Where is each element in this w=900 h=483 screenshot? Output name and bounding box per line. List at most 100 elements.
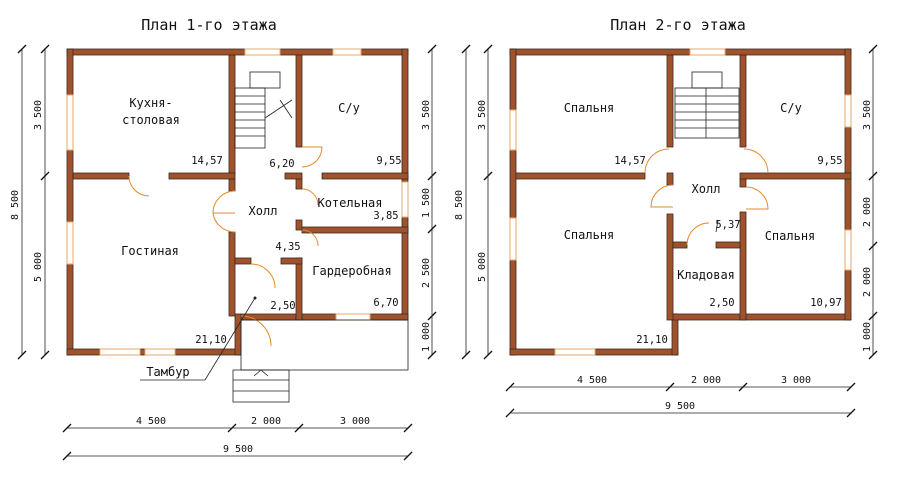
floor2-wall-bottom-right bbox=[671, 313, 852, 321]
floor1-boiler-label: Котельная bbox=[317, 196, 382, 210]
floor2-bedroom3-area: 10,97 bbox=[810, 297, 842, 309]
floor2-door-swings bbox=[644, 148, 769, 246]
floor2-dim-v-right-2: 2 000 bbox=[862, 197, 873, 227]
floor1-wall-boiler-west-bottom bbox=[295, 219, 303, 231]
floor2-wall-bath-south bbox=[739, 172, 852, 180]
floor1-dim-v-right-4: 1 000 bbox=[421, 322, 432, 352]
floor2-window-bath bbox=[844, 94, 852, 128]
floor2-wall-bed1-south bbox=[515, 172, 646, 180]
floor1-dims-horizontal: 4 500 2 000 3 000 9 500 bbox=[62, 416, 413, 461]
floor1-vestibule-label: Тамбур bbox=[146, 365, 189, 379]
floor1-wall-vestibule-left bbox=[234, 313, 242, 356]
floor2-wall-storage-north-b bbox=[715, 241, 741, 249]
floor1-dim-h-total: 9 500 bbox=[223, 444, 253, 455]
floor1-dim-v-right-1: 3 500 bbox=[421, 100, 432, 130]
floor1-dims-vertical-right: 3 500 1 500 2 500 1 000 bbox=[421, 44, 437, 360]
floor1-dim-v-right-3: 2 500 bbox=[421, 258, 432, 288]
floor2-dim-h-3: 3 000 bbox=[781, 375, 811, 386]
floor1-wall-wardrobe-west bbox=[295, 257, 303, 321]
floor2-dim-v-total: 8 500 bbox=[454, 190, 465, 220]
floor2-wall-right bbox=[844, 48, 852, 321]
floor1-boiler-area: 3,85 bbox=[373, 210, 398, 222]
floor1-wall-bath-west bbox=[295, 54, 303, 148]
floor2-plan: План 2-го этажа bbox=[454, 16, 878, 418]
floor2-dims-vertical-right: 3 500 2 000 2 000 1 000 bbox=[862, 44, 878, 360]
floor1-kitchen-label-1: Кухня- bbox=[129, 96, 172, 110]
floor1-kitchen-label-2: столовая bbox=[122, 113, 180, 127]
floor2-dim-v-left-2: 5 000 bbox=[477, 252, 488, 282]
floor2-title: План 2-го этажа bbox=[610, 16, 745, 34]
floor2-storage-label: Кладовая bbox=[677, 268, 735, 282]
floor1-wall-boiler-west-top bbox=[295, 178, 303, 190]
floor1-dims-vertical-left: 3 500 5 000 8 500 bbox=[10, 44, 50, 360]
floor1-window-living-south-b bbox=[144, 348, 176, 356]
floor2-bath-area: 9,55 bbox=[817, 155, 842, 167]
floor1-living-label: Гостиная bbox=[121, 244, 179, 258]
floor1-window-living-south-a bbox=[99, 348, 141, 356]
floor2-bedroom3-label: Спальня bbox=[765, 229, 816, 243]
floor1-window-boiler bbox=[401, 181, 409, 218]
floor1-wall-hall-west-top bbox=[228, 178, 236, 192]
floor2-dim-h-2: 2 000 bbox=[691, 375, 721, 386]
floor1-dim-v-right-2: 1 500 bbox=[421, 188, 432, 218]
floor1-wall-hall-south-b bbox=[280, 257, 303, 265]
floor1-living-area: 21,10 bbox=[195, 334, 227, 346]
floor1-window-kitchen bbox=[66, 94, 74, 151]
floor1-wall-kitchen-east bbox=[228, 54, 236, 176]
floor1-wall-stair-south bbox=[284, 172, 303, 180]
floor2-wall-storage-north-a bbox=[672, 241, 688, 249]
floor2-bedroom2-label: Спальня bbox=[564, 228, 615, 242]
floor1-dim-v-left-1: 3 500 bbox=[33, 100, 44, 130]
floor1-wall-kitchen-south-b bbox=[168, 172, 236, 180]
floor1-wall-bottom-right bbox=[240, 313, 409, 321]
floor1-window-wardrobe bbox=[335, 313, 371, 321]
floor2-window-bed2-south bbox=[554, 348, 596, 356]
floor2-dims-vertical-left: 3 500 5 000 8 500 bbox=[454, 44, 493, 360]
floor2-wall-bed2-east bbox=[666, 213, 674, 321]
floor2-wall-hall-west-top bbox=[666, 172, 674, 186]
floor2-storage-area: 2,50 bbox=[709, 297, 734, 309]
floor2-window-bed3 bbox=[844, 229, 852, 271]
floor2-dim-v-right-3: 2 000 bbox=[862, 267, 873, 297]
floor1-hall-label: Холл bbox=[249, 204, 278, 218]
floor1-window-bath bbox=[332, 48, 362, 56]
floor1-wall-hall-south-a bbox=[234, 257, 252, 265]
floor2-window-stair bbox=[689, 48, 726, 56]
floor2-bedroom2-area: 21,10 bbox=[636, 334, 668, 346]
floor1-wall-kitchen-south-a bbox=[72, 172, 130, 180]
floor2-dims-horizontal: 4 500 2 000 3 000 9 500 bbox=[505, 375, 856, 418]
floor1-dim-h-3: 3 000 bbox=[340, 416, 370, 427]
floor1-dim-h-1: 4 500 bbox=[136, 416, 166, 427]
floor1-plan: План 1-го этажа bbox=[10, 16, 437, 461]
floor1-title: План 1-го этажа bbox=[141, 16, 276, 34]
floor1-wall-boiler-south bbox=[301, 226, 409, 234]
floor1-bath-area: 9,55 bbox=[376, 155, 401, 167]
floor1-bath-label: С/у bbox=[338, 101, 360, 115]
floor2-window-bed2-west bbox=[509, 217, 517, 261]
floor1-wall-bath-south bbox=[321, 172, 409, 180]
floor2-hall-area: 5,37 bbox=[715, 219, 740, 231]
floor1-staircase bbox=[234, 71, 293, 149]
floor1-wardrobe-area: 6,70 bbox=[373, 297, 398, 309]
floor2-bedroom1-label: Спальня bbox=[564, 101, 615, 115]
floor1-dim-v-total: 8 500 bbox=[10, 190, 21, 220]
floor2-window-bed1 bbox=[509, 109, 517, 151]
floor1-dim-v-left-2: 5 000 bbox=[33, 252, 44, 282]
floor2-dim-h-total: 9 500 bbox=[665, 401, 695, 412]
floor1-stair-area: 6,20 bbox=[269, 158, 294, 170]
floor2-bath-label: С/у bbox=[780, 101, 802, 115]
floor2-dim-v-right-4: 1 000 bbox=[862, 322, 873, 352]
floor2-wall-bed3-west bbox=[739, 211, 747, 321]
floor2-wall-bath-west bbox=[739, 54, 747, 148]
floor1-vestibule-area: 2,50 bbox=[270, 300, 295, 312]
floor1-window-stair bbox=[244, 48, 281, 56]
floor2-dim-v-left-1: 3 500 bbox=[477, 100, 488, 130]
floor2-wall-bed1-east bbox=[666, 54, 674, 148]
floor2-wall-left bbox=[509, 48, 517, 356]
floor2-staircase bbox=[674, 71, 740, 139]
floor1-kitchen-area: 14,57 bbox=[191, 155, 223, 167]
floor2-dim-h-1: 4 500 bbox=[577, 375, 607, 386]
floor1-wall-hall-west bbox=[228, 231, 236, 317]
floor1-window-living-west bbox=[66, 221, 74, 265]
